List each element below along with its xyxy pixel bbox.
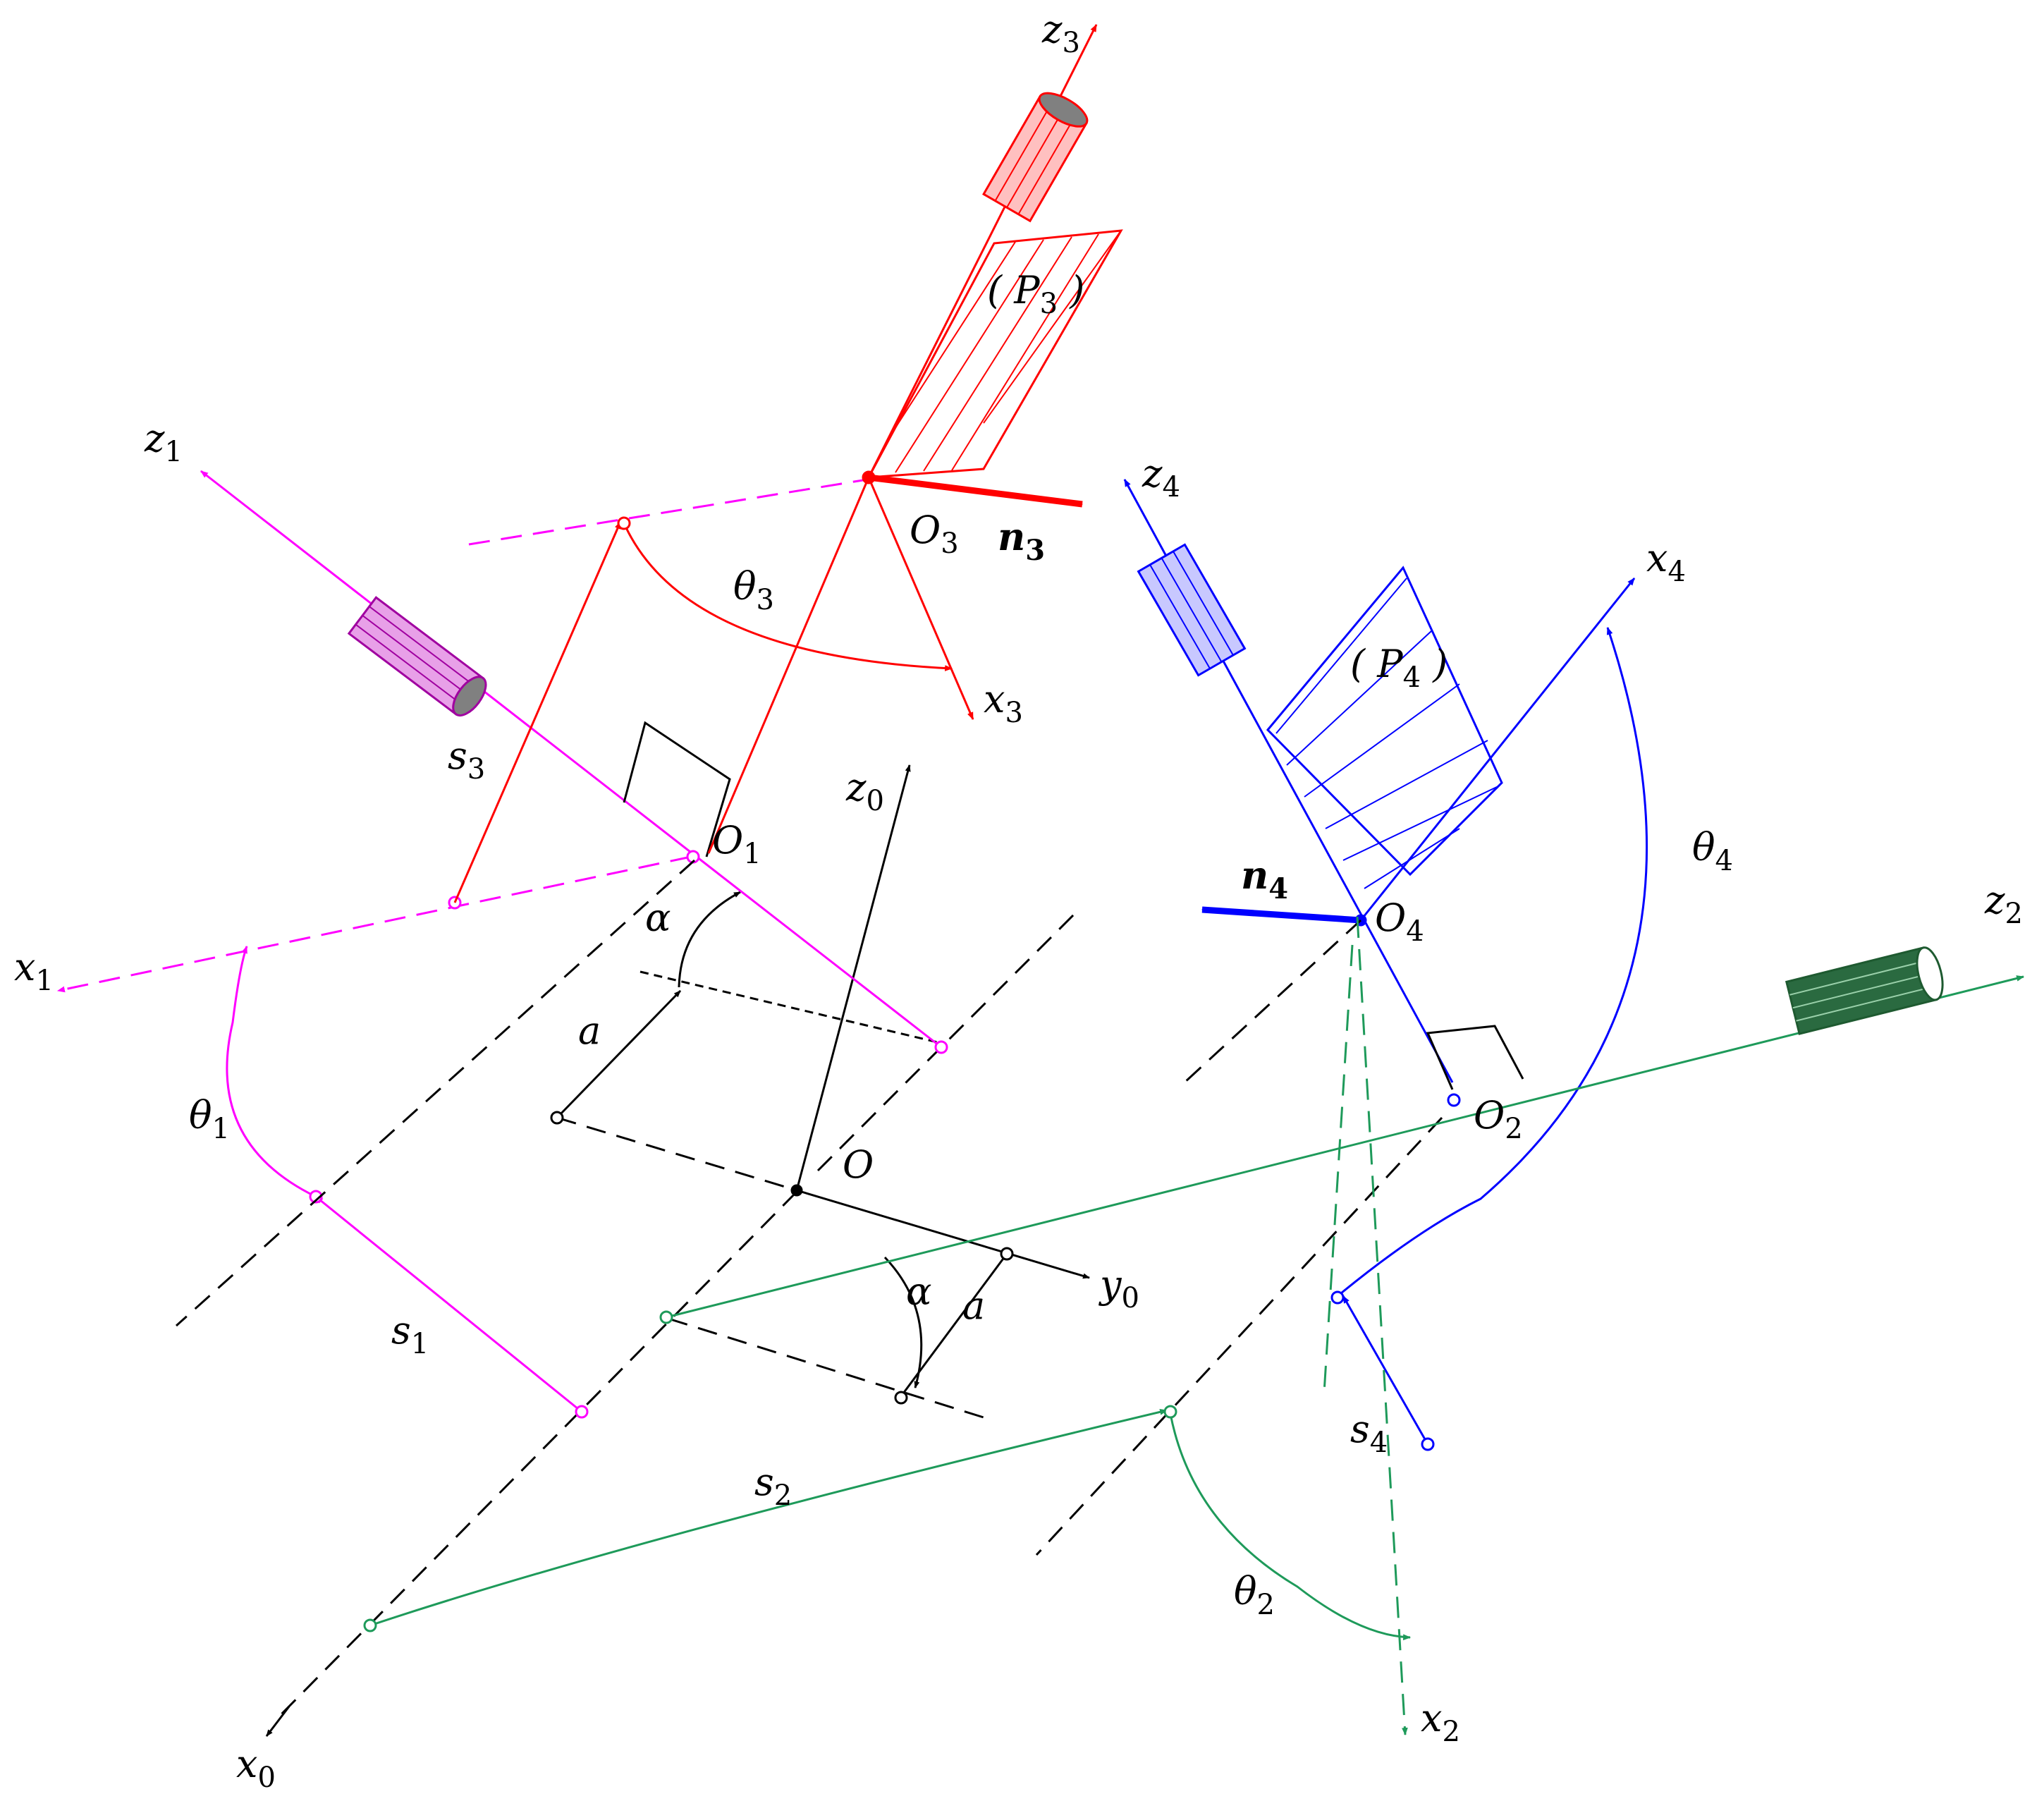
dashed-o4: [1183, 919, 1362, 1084]
x4-axis: [1359, 578, 1636, 921]
alpha-bottom-label: α: [906, 1269, 931, 1314]
x2-axis-dashed: [1356, 916, 1408, 1736]
theta3-label: θ3: [733, 564, 774, 616]
z0-label: z0: [845, 765, 884, 817]
o3-label: O3: [910, 508, 959, 560]
theta1-label: θ1: [189, 1093, 230, 1145]
s1-start-point: [575, 1405, 589, 1419]
frame-2: [363, 916, 2025, 1736]
z2-label: z2: [1984, 878, 2023, 930]
theta2-arc: [1169, 1413, 1412, 1641]
theta2-label: θ2: [1234, 1569, 1275, 1621]
s4-start-point: [1421, 1437, 1435, 1451]
y0-label: y0: [1099, 1262, 1139, 1314]
n4-vector: [1201, 906, 1361, 924]
dashed-o1-to-x0: [175, 859, 696, 1327]
p3-label: ( P3 ): [987, 268, 1084, 320]
origin-point: [790, 1184, 803, 1197]
z1-label: z1: [144, 416, 183, 468]
s2-arrow: [369, 1409, 1168, 1627]
s2-end-point: [1163, 1405, 1177, 1419]
common-normal-dashed: [556, 1116, 797, 1192]
o4-label: O4: [1375, 896, 1424, 948]
s4-label: s4: [1350, 1407, 1388, 1459]
z0-parallel-dashed: [816, 912, 1077, 1172]
plane-p4: [1266, 566, 1503, 877]
short-dashed-upper: [639, 970, 944, 1045]
x0-label: x0: [236, 1742, 276, 1794]
motor-4-icon: [1137, 543, 1247, 677]
o3-point: [862, 470, 876, 484]
z3-label: z3: [1041, 7, 1080, 59]
x1-axis-dashed: [56, 855, 692, 993]
o1-label: O1: [712, 818, 761, 870]
s3-line: [453, 520, 622, 903]
o1-o3-line: [707, 477, 870, 854]
z1-end-point: [934, 1040, 948, 1054]
frame-4: [1123, 479, 1648, 1451]
s4-arrow: [1342, 1295, 1429, 1445]
motor-1-icon: [347, 596, 487, 716]
s4-end-point: [1330, 1290, 1345, 1305]
y0-axis: [796, 1189, 1090, 1279]
y0-point: [1000, 1247, 1014, 1261]
plane-p3-hatch: [888, 230, 1122, 473]
x1-label: x1: [14, 945, 54, 997]
motor-2-icon: [1785, 946, 1944, 1035]
a-top-label: a: [578, 1008, 601, 1053]
x0-axis-arrow: [265, 1706, 290, 1737]
o2-label: O2: [1474, 1093, 1523, 1145]
a-bottom-label: a: [962, 1283, 985, 1328]
n3-label: n3: [998, 514, 1045, 567]
x2-left-dashed: [1323, 944, 1354, 1393]
base-frame: [265, 764, 1090, 1737]
theta4-label: θ4: [1692, 825, 1733, 877]
x4-label: x4: [1646, 536, 1686, 588]
s1-arrow: [315, 1195, 582, 1413]
x3-label: x3: [984, 677, 1023, 729]
theta3-arc: [623, 523, 953, 671]
bottom-point: [894, 1391, 908, 1405]
z4-label: z4: [1142, 451, 1180, 503]
x3-axis: [867, 477, 974, 721]
n3-vector: [868, 474, 1084, 508]
z1-axis: [200, 470, 942, 1049]
right-angle-o1: [623, 721, 731, 857]
s2-label: s2: [754, 1460, 792, 1512]
n4-label: n4: [1241, 853, 1288, 905]
dashed-lower: [668, 1317, 984, 1419]
a-start-point: [550, 1111, 564, 1125]
x1-axis-upper-dashed: [468, 478, 868, 546]
z2-axis: [666, 975, 2025, 1319]
labels: z0 y0 x0 O a α α a z1 x1 O1 θ1 s1 s3 z3 …: [14, 7, 2023, 1794]
theta1-arc: [226, 945, 317, 1198]
alpha-arc-top: [678, 891, 741, 988]
origin-label: O: [843, 1142, 874, 1187]
s3-label: s3: [448, 733, 485, 786]
frame-3: [453, 24, 1123, 903]
alpha-top-label: α: [645, 896, 671, 940]
p4-label: ( P4 ): [1350, 642, 1448, 694]
x2-label: x2: [1421, 1696, 1460, 1748]
a-offset-line: [556, 989, 682, 1119]
s1-label: s1: [391, 1308, 429, 1360]
s3-top-point: [617, 516, 631, 530]
theta4-arc: [1337, 626, 1648, 1298]
motor-3-icon: [982, 92, 1089, 223]
alpha-arc-bottom: [883, 1256, 923, 1388]
o2-point: [1447, 1093, 1461, 1107]
plane-p4-hatch: [1275, 578, 1499, 889]
frame-1: [56, 470, 948, 1419]
right-angle-o2: [1426, 1025, 1524, 1090]
s2-start-point: [363, 1618, 377, 1632]
z2-start-point: [659, 1310, 673, 1324]
x0-axis-dashed: [277, 1190, 798, 1719]
dashed-o2-to-x0: [1035, 1116, 1443, 1556]
